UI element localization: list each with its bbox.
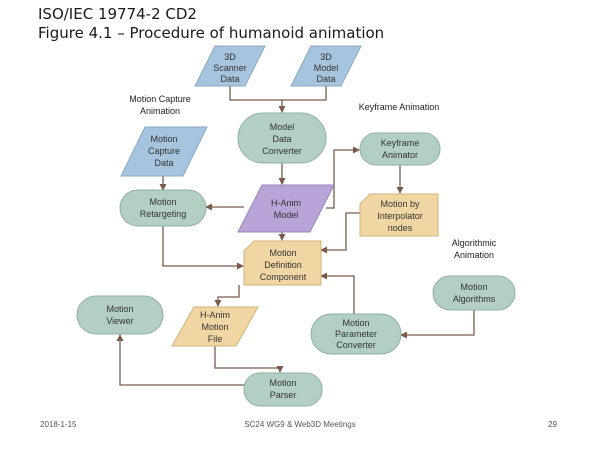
footer-meeting: SC24 WG9 & Web3D Meetings	[244, 420, 356, 429]
node-label: Motion	[149, 197, 176, 207]
node-hanim-model: H-Anim Model	[237, 184, 335, 233]
arrow-modeldata-to-converter	[282, 86, 327, 101]
node-label: nodes	[388, 223, 413, 233]
node-label: Motion	[106, 304, 133, 314]
node-motion-algorithms: Motion Algorithms	[432, 275, 516, 311]
node-motion-parser: Motion Parser	[243, 372, 323, 407]
arrow-paramconverter-to-definition	[320, 272, 355, 314]
node-label: Data	[220, 74, 239, 84]
node-motion-viewer: Motion Viewer	[76, 295, 164, 335]
slide-title-line2: Figure 4.1 – Procedure of humanoid anima…	[38, 24, 385, 42]
node-label: Model	[314, 63, 339, 73]
node-label: Viewer	[106, 316, 133, 326]
connector-arrows	[116, 86, 475, 386]
node-label: Converter	[336, 340, 376, 350]
note-keyframe-animation: Keyframe Animation	[359, 102, 440, 112]
node-label: Motion by	[380, 199, 420, 209]
note-motion-capture-line1: Motion Capture	[129, 94, 191, 104]
node-label: Data	[316, 74, 335, 84]
footer-page-number: 29	[548, 420, 557, 429]
node-label: Parameter	[335, 329, 377, 339]
node-3d-scanner-data: 3D Scanner Data	[194, 45, 266, 87]
node-label: Data	[154, 158, 173, 168]
node-motion-by-interpolator: Motion by Interpolator nodes	[359, 193, 439, 237]
arrow-definition-to-motionfile	[214, 285, 240, 307]
node-motion-retargeting: Motion Retargeting	[119, 189, 207, 227]
node-motion-capture-data: Motion Capture Data	[120, 126, 208, 177]
arrow-scanner-to-converter	[229, 86, 286, 113]
arrow-interpolator-to-definition	[320, 212, 360, 254]
node-label: Model	[274, 210, 299, 220]
node-label: File	[208, 334, 223, 344]
node-label: Motion	[201, 322, 228, 332]
node-label: H-Anim	[271, 198, 301, 208]
node-label: Data	[272, 134, 291, 144]
arrow-algorithms-to-paramconverter	[400, 310, 475, 339]
node-label: Retargeting	[140, 209, 187, 219]
footer-date: 2018-1-15	[40, 420, 77, 429]
node-label: Converter	[262, 146, 302, 156]
node-label: Animator	[382, 150, 418, 160]
node-label: Motion	[460, 282, 487, 292]
node-label: Model	[270, 122, 295, 132]
node-label: Algorithms	[453, 294, 496, 304]
note-algorithmic-line1: Algorithmic	[452, 238, 497, 248]
node-label: Capture	[148, 146, 180, 156]
node-label: Interpolator	[377, 211, 423, 221]
arrow-parser-to-viewer	[116, 334, 244, 386]
node-label: 3D	[320, 52, 332, 62]
node-label: Motion	[150, 134, 177, 144]
node-3d-model-data: 3D Model Data	[290, 45, 362, 87]
arrow-retargeting-to-definition	[162, 226, 244, 270]
node-label: Parser	[270, 390, 297, 400]
note-motion-capture-line2: Animation	[140, 106, 180, 116]
node-label: H-Anim	[200, 310, 230, 320]
node-label: Component	[260, 272, 307, 282]
arrow-hanim-to-keyframe	[326, 146, 360, 209]
node-keyframe-animator: Keyframe Animator	[359, 132, 441, 166]
node-label: Keyframe	[381, 138, 420, 148]
node-label: Motion	[269, 248, 296, 258]
node-label: Scanner	[213, 63, 247, 73]
node-motion-parameter-converter: Motion Parameter Converter	[310, 313, 402, 355]
node-hanim-motion-file: H-Anim Motion File	[171, 306, 259, 347]
slide-title-line1: ISO/IEC 19774-2 CD2	[38, 5, 197, 23]
node-label: Definition	[264, 260, 302, 270]
arrow-motionfile-to-parser	[214, 346, 284, 373]
note-algorithmic-line2: Animation	[454, 250, 494, 260]
node-label: Motion	[342, 318, 369, 328]
node-motion-definition-component: Motion Definition Component	[243, 240, 322, 286]
node-label: 3D	[224, 52, 236, 62]
node-model-data-converter: Model Data Converter	[237, 112, 327, 164]
node-label: Motion	[269, 378, 296, 388]
